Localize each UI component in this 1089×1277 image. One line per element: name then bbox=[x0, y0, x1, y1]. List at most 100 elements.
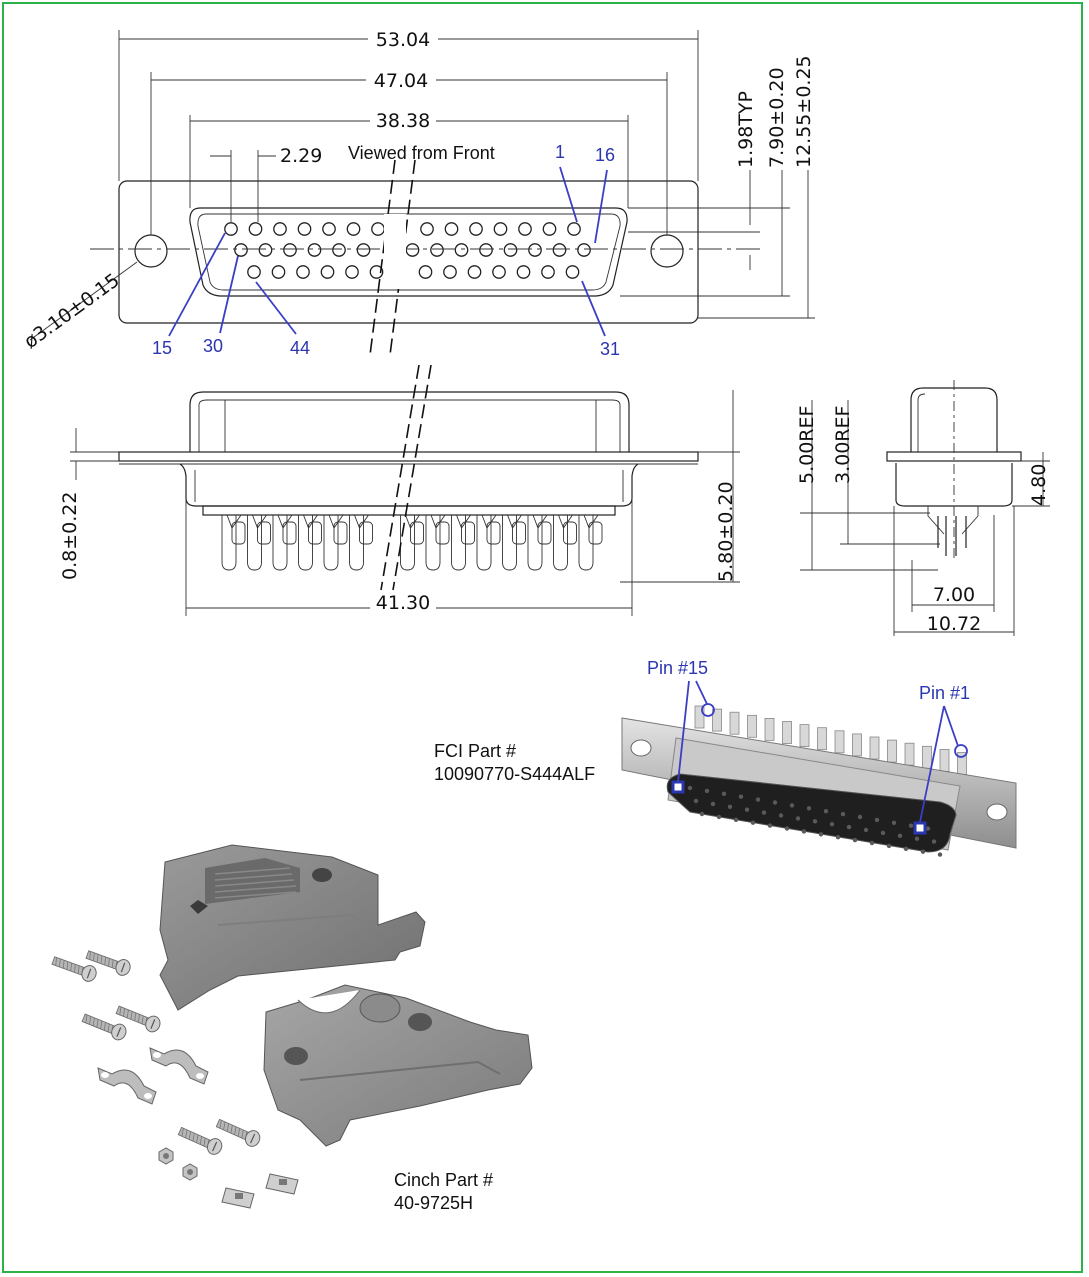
pin-label-16: 16 bbox=[595, 145, 615, 165]
dim-flange-thickness: 0.8±0.22 bbox=[59, 492, 81, 580]
solder-tail-cup bbox=[405, 514, 420, 529]
backshell-photo bbox=[159, 844, 533, 1147]
pin-row-middle bbox=[405, 243, 420, 257]
photo-hole bbox=[812, 819, 818, 824]
backshell-bottom-shell bbox=[263, 984, 533, 1147]
solder-tail-body bbox=[308, 521, 322, 545]
pin-row-bottom bbox=[369, 265, 384, 279]
photo-hole bbox=[693, 798, 699, 804]
pin-row-bottom bbox=[467, 265, 482, 279]
photo-hole bbox=[823, 809, 829, 814]
dim-mount-spacing: 47.04 bbox=[374, 70, 428, 92]
break-line bbox=[369, 159, 396, 356]
dim-width-1072: 10.72 bbox=[927, 613, 981, 635]
break-line bbox=[389, 159, 416, 356]
solder-tail-cup bbox=[252, 514, 267, 529]
backshell-hardware bbox=[51, 950, 299, 1209]
pin1-marker bbox=[913, 821, 927, 835]
dim-ref-500: 5.00REF bbox=[796, 406, 818, 484]
pin15-marker bbox=[671, 780, 685, 794]
pin-row-bottom bbox=[345, 265, 359, 279]
photo-pin bbox=[799, 724, 810, 747]
solder-tail-body bbox=[282, 521, 297, 545]
pin-row-top bbox=[420, 222, 434, 236]
photo-hole bbox=[710, 801, 716, 807]
pin-row-top bbox=[322, 222, 336, 236]
solder-tail-body bbox=[537, 521, 552, 545]
photo-hole bbox=[925, 826, 931, 831]
pin-field bbox=[224, 222, 591, 279]
dim-ref-300: 3.00REF bbox=[832, 406, 854, 484]
solder-tail-cup bbox=[507, 514, 522, 529]
pin-row-middle bbox=[479, 243, 493, 257]
photo-hole bbox=[886, 843, 892, 849]
pin-row-bottom bbox=[516, 265, 531, 279]
solder-tail bbox=[323, 515, 339, 571]
photo-hole bbox=[738, 794, 744, 799]
photo-pin bbox=[887, 739, 897, 763]
mount-hole-left bbox=[134, 234, 168, 268]
solder-tail-cup bbox=[456, 514, 471, 529]
break-gap bbox=[384, 214, 406, 289]
end-shell-top bbox=[910, 387, 998, 452]
pin-row-top bbox=[469, 222, 483, 236]
dim-pin-pitch: 2.29 bbox=[280, 145, 322, 167]
screw bbox=[115, 1005, 161, 1033]
photo-contact-holes bbox=[687, 785, 943, 857]
dim-height-480: 4.80 bbox=[1028, 464, 1050, 506]
photo-hole bbox=[863, 827, 869, 833]
pin15-top-circle bbox=[701, 703, 715, 717]
pin-row-middle bbox=[234, 243, 248, 257]
pin-label-31: 31 bbox=[600, 339, 620, 359]
pin-row-middle bbox=[552, 243, 567, 257]
connector-photo bbox=[621, 680, 1017, 857]
side-shell-bottom bbox=[179, 463, 639, 507]
solder-tail-body bbox=[588, 521, 603, 545]
pin-row-middle bbox=[258, 243, 273, 257]
dim-mount-hole-dia: ø3.10±0.15 bbox=[20, 269, 124, 353]
pin-row-top bbox=[297, 222, 312, 236]
photo-hole bbox=[767, 823, 773, 828]
dim-overall-width: 53.04 bbox=[376, 29, 430, 51]
cable-clamp bbox=[97, 1067, 157, 1105]
solder-tail bbox=[400, 515, 415, 571]
photo-hole bbox=[914, 836, 920, 841]
photo-hole bbox=[687, 785, 693, 791]
dim-width-700: 7.00 bbox=[933, 584, 975, 606]
photo-hole bbox=[874, 817, 880, 823]
pin-row-middle bbox=[307, 243, 322, 257]
pin-row-middle bbox=[332, 243, 346, 257]
photo-hole bbox=[778, 813, 784, 818]
solder-tail-cup bbox=[328, 514, 344, 529]
photo-hole bbox=[869, 840, 875, 846]
pin-row-middle bbox=[577, 243, 591, 257]
solder-tail-cup bbox=[303, 514, 318, 529]
pin1-label: Pin #1 bbox=[919, 683, 970, 703]
solder-tail-body bbox=[257, 521, 271, 545]
pin-row-top bbox=[567, 222, 581, 236]
photo-pin bbox=[712, 708, 722, 732]
photo-pin bbox=[747, 714, 757, 738]
pin-row-bottom bbox=[492, 265, 506, 279]
solder-tail bbox=[476, 515, 492, 571]
front-view-title: Viewed from Front bbox=[348, 143, 495, 163]
pin-annotations: 1 16 15 30 44 31 bbox=[152, 142, 620, 359]
photo-pin bbox=[922, 745, 932, 769]
fci-part-label: FCI Part # bbox=[434, 741, 516, 761]
photo-hole bbox=[818, 832, 824, 837]
solder-tail-cup bbox=[277, 514, 293, 529]
solder-tail-body bbox=[512, 521, 526, 545]
photo-pin bbox=[834, 730, 845, 754]
fci-part-number: 10090770-S444ALF bbox=[434, 764, 595, 784]
solder-tail bbox=[349, 515, 364, 571]
end-view: 5.00REF 3.00REF 4.80 7.00 10.72 bbox=[796, 380, 1050, 636]
solder-tail bbox=[425, 515, 441, 571]
d-shell-inner bbox=[197, 213, 621, 291]
photo-hole bbox=[903, 846, 909, 851]
dim-flange-height: 12.55±0.25 bbox=[793, 55, 815, 168]
pin-label-44: 44 bbox=[290, 338, 310, 358]
photo-hole bbox=[857, 814, 863, 820]
solder-tail bbox=[502, 515, 517, 571]
